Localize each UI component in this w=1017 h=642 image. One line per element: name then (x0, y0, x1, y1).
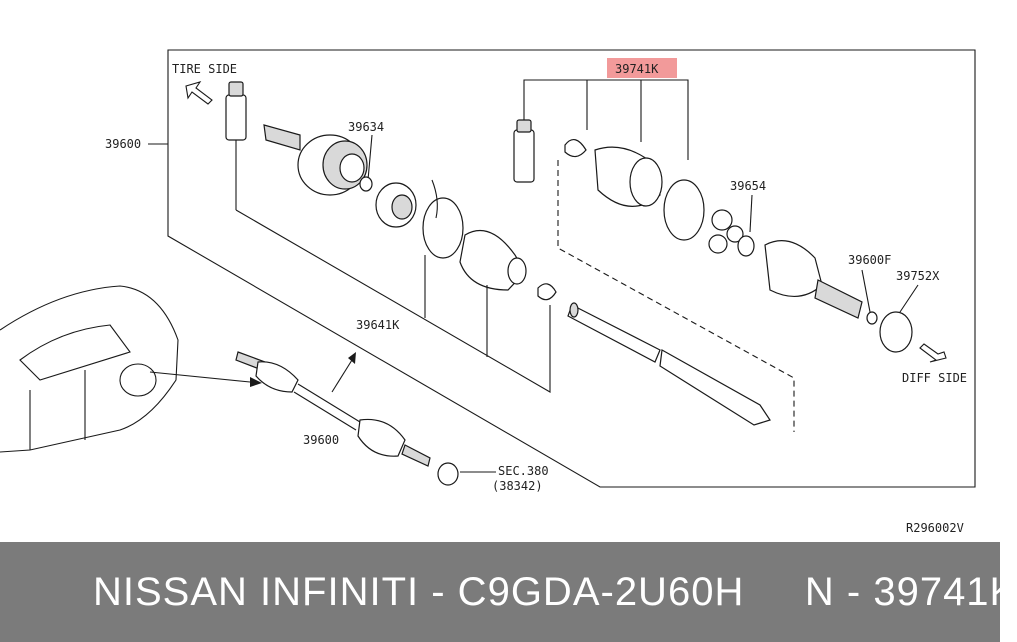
part-label-39600-top: 39600 (105, 137, 141, 151)
boot-band-small-left (537, 283, 557, 301)
grease-tube-right (513, 119, 535, 183)
boot-band-right-small (564, 139, 587, 158)
boot-band-right-large (663, 179, 705, 241)
tire-side-arrow-icon (185, 81, 213, 105)
drawing-code: R296002V (906, 521, 964, 535)
boot-band-left (422, 179, 464, 259)
footer-caption: NISSAN INFINITI - C9GDA-2U60H N - 39741K (93, 569, 1017, 614)
ball-cage (375, 182, 417, 228)
part-label-39741k-highlight (607, 58, 677, 78)
expand-arrow (331, 352, 356, 393)
diff-side-arrow-icon (919, 343, 947, 363)
part-label-39600-bottom: 39600 (303, 433, 339, 447)
leader-39634 (367, 134, 373, 181)
diagram-frame (167, 49, 976, 488)
leader-39741k (523, 79, 689, 160)
exploded-parts-diagram: TIRE SIDE 39600 39634 (0, 49, 976, 535)
snap-ring-39654 (737, 235, 755, 257)
tripod-joint (708, 209, 744, 254)
sec-ref-label: (38342) (492, 479, 543, 493)
part-label-39641k: 39641K (356, 318, 400, 332)
snap-ring-39600f (866, 311, 878, 325)
snap-ring-39634 (359, 176, 373, 192)
leader-39654 (749, 194, 753, 233)
drive-shaft (567, 302, 771, 426)
shaft-assembly-small (235, 351, 431, 467)
diff-side-label: DIFF SIDE (902, 371, 967, 385)
grease-tube-left (225, 81, 247, 210)
boot-39741k (594, 146, 663, 207)
part-label-39600f: 39600F (848, 253, 891, 267)
leader-39600f (861, 269, 871, 313)
footer-bar: NISSAN INFINITI - C9GDA-2U60H N - 39741K (0, 542, 1016, 642)
location-arrow (149, 371, 262, 387)
seal-38342 (437, 462, 459, 486)
sec-380-label: SEC.380 (498, 464, 549, 478)
oil-seal-39752x (879, 311, 913, 353)
leader-39641k (235, 209, 551, 393)
part-label-39752x: 39752X (896, 269, 940, 283)
boot-39641k (459, 229, 527, 291)
outer-cv-joint (263, 124, 368, 196)
tire-side-label: TIRE SIDE (172, 62, 237, 76)
part-label-39741k: 39741K (615, 62, 659, 76)
vehicle-outline (0, 285, 179, 453)
dashed-assembly-outline (557, 160, 795, 432)
part-label-39654: 39654 (730, 179, 766, 193)
inner-joint-housing (764, 240, 863, 319)
part-label-39634: 39634 (348, 120, 384, 134)
leader-39752x (899, 284, 919, 313)
